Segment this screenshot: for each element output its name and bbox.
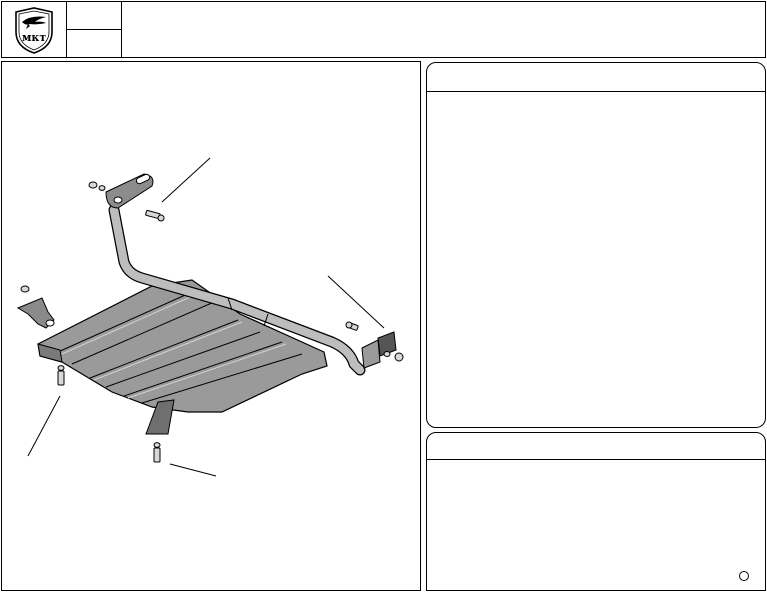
notes-panel [426,432,766,591]
shield-eagle-logo-icon: мкт [15,7,53,54]
notes-header [427,433,765,460]
skid-plate-assembly-drawing-icon [16,157,404,477]
parts-list-header [427,63,765,92]
code-cell-top [66,2,122,30]
parts-list-panel [426,62,766,428]
header-title-cell [122,2,765,57]
logo-cell: мкт [2,2,67,57]
svg-text:мкт: мкт [22,31,46,44]
drawing-panel [1,61,421,591]
code-cell-bottom [66,30,122,57]
circle-marker-icon [739,571,749,581]
document-header: мкт [1,1,766,58]
